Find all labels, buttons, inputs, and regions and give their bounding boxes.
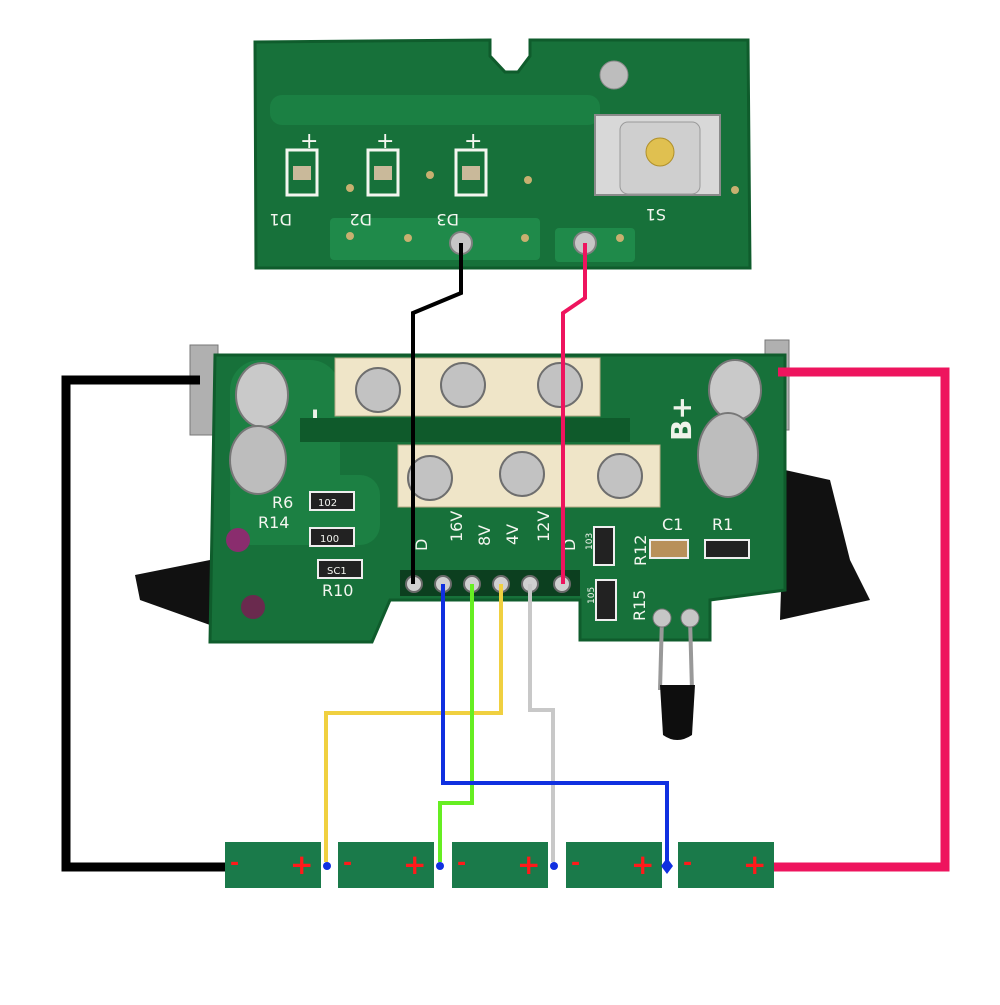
cell-1: - + [225,842,321,888]
cell-1-plus: + [290,848,313,881]
led-d1-polarity: + [300,129,318,154]
junction-1-2 [323,862,331,870]
cell-5-minus: - [683,851,692,876]
switch-button-icon [645,137,675,167]
led-d3-polarity: + [464,129,482,154]
cell-2: - + [338,842,434,888]
resistor-r10: SC1 R10 [317,559,363,600]
cell-1-minus: - [230,851,239,876]
cell-5-plus: + [743,848,766,881]
thermistor [652,608,700,740]
smd-code-100: 100 [320,534,339,545]
cell-4: - + [566,842,662,888]
wire-switch-to-pin-d [561,243,587,584]
led-d1: + D1 [270,129,319,229]
led-d2-label: D2 [350,210,373,229]
wire-b-plus-main [770,367,950,872]
wire-b-minus-main [61,375,228,872]
cell-4-plus: + [631,848,654,881]
resistor-r6: 102 R6 [272,491,355,512]
smd-code-102: 102 [318,498,337,509]
led-d1-label: D1 [270,210,293,229]
cell-2-minus: - [343,851,352,876]
b-plus-terminal: B+ [665,359,762,498]
led-board: + D1 + D2 + D3 S1 [253,38,752,270]
cell-3-minus: - [457,851,466,876]
junction-3-4 [550,862,558,870]
cell-4-minus: - [571,851,580,876]
cell-3: - + [452,842,548,888]
cell-3-plus: + [517,848,540,881]
r1-label: R1 [712,515,733,534]
led-d3-label: D3 [437,210,460,229]
pin-label-4v: 4V [503,524,522,545]
smd-code-105: 105 [587,587,597,604]
left-holder [135,560,210,625]
upper-posts [355,362,583,413]
pin-label-12v: 12V [534,511,553,542]
cell-2-plus: + [403,848,426,881]
right-holder [780,470,870,620]
cell-5: - + [678,842,774,888]
junction-2-3 [436,862,444,870]
tactile-switch-s1: S1 [594,60,721,224]
resistor-r12: 103 R12 [585,526,650,566]
r14-label: R14 [258,513,289,532]
switch-s1-label: S1 [646,205,666,224]
wire-12v [528,584,555,862]
battery-string: - + - + - + - + - + [225,842,774,888]
wire-led-d-to-pin-d [411,243,463,584]
pin-label-d-left: D [412,539,431,551]
r15-label: R15 [630,590,649,621]
r6-label: R6 [272,493,293,512]
led-d2-polarity: + [376,129,394,154]
led-d2: + D2 [350,129,400,229]
bms-board: B- B+ 102 R6 100 R [135,339,870,740]
wire-16v [441,584,669,862]
resistor-r1: R1 [704,515,750,559]
junction-4-5 [661,858,673,874]
smd-code-sc1: SC1 [327,566,347,577]
resistor-r15: 105 R15 [587,579,649,621]
pin-label-16v: 16V [447,511,466,542]
c1-label: C1 [662,515,683,534]
led-d3: + D3 [437,129,488,229]
lower-posts [407,451,643,501]
b-plus-label: B+ [665,396,698,441]
wire-8v [438,584,474,862]
wire-4v [324,584,503,862]
pin-label-8v: 8V [475,525,494,546]
r10-label: R10 [322,581,353,600]
wires [61,243,950,872]
r12-label: R12 [631,535,650,566]
resistor-r14: 100 R14 [258,513,355,547]
smd-code-103: 103 [585,533,595,550]
capacitor-c1: C1 [649,515,689,559]
